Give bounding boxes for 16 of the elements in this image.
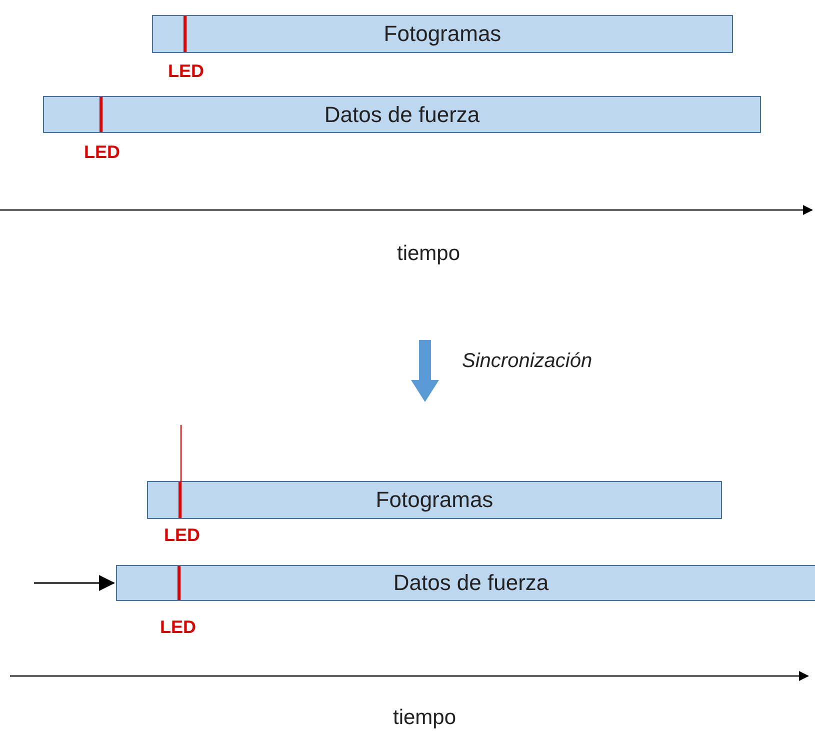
bar-label: Datos de fuerza (324, 104, 480, 126)
axis-label: tiempo (393, 707, 456, 728)
timeline-bar (116, 565, 815, 601)
led-label: LED (164, 526, 200, 544)
bar-label: Fotogramas (384, 23, 502, 45)
arrow (34, 575, 115, 591)
timeline-bar (152, 15, 733, 53)
led-label: LED (160, 618, 196, 636)
led-label: LED (84, 143, 120, 161)
sync-label: Sincronización (462, 351, 592, 371)
timeline-bar (43, 96, 761, 133)
timeline-bar (147, 481, 722, 519)
axis-label: tiempo (397, 243, 460, 264)
led-label: LED (168, 62, 204, 80)
bar-label: Fotogramas (376, 489, 494, 511)
bar-label: Datos de fuerza (393, 572, 549, 594)
